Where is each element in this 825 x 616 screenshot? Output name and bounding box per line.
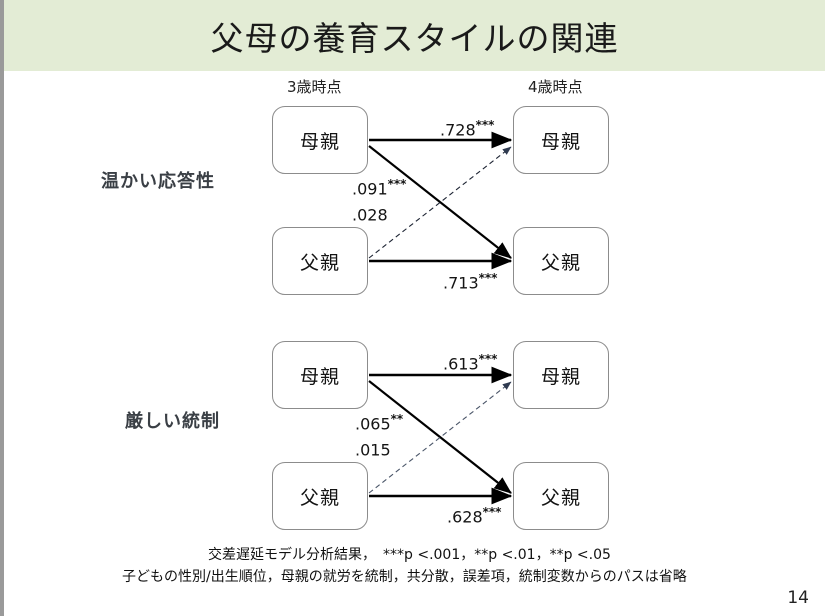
path-label-harsh-mother-to-mother: .613*** xyxy=(443,352,497,373)
path-significance: *** xyxy=(482,505,502,519)
node-label: 母親 xyxy=(299,130,340,153)
path-label-warm-father-to-father: .713*** xyxy=(443,271,497,292)
node-harsh-t2-mother: 母親 xyxy=(513,341,609,409)
arrow-warm-mother-to-father xyxy=(368,145,512,259)
path-significance: *** xyxy=(478,271,498,285)
column-header-wave4: 4歳時点 xyxy=(528,78,583,96)
path-label-harsh-father-to-father: .628*** xyxy=(447,505,501,526)
path-coefficient: .713 xyxy=(443,273,479,293)
node-warm-t1-mother: 母親 xyxy=(272,106,368,174)
path-significance: *** xyxy=(387,177,407,191)
footnote-line-2: 子どもの性別/出生順位，母親の就労を統制，共分散，誤差項，統制変数からのパスは省… xyxy=(122,569,687,585)
node-warm-t2-father: 父親 xyxy=(513,227,609,295)
footnote-line-1: 交差遅延モデル分析結果， ***p <.001，**p <.01，**p <.0… xyxy=(208,544,611,564)
path-coefficient: .628 xyxy=(447,507,483,527)
path-label-warm-mother-to-mother: .728*** xyxy=(440,118,494,139)
path-label-warm-mother-to-father: .091*** xyxy=(352,177,406,198)
path-label-harsh-father-to-mother: .015 xyxy=(355,438,391,459)
node-label: 父親 xyxy=(540,251,581,274)
node-label: 母親 xyxy=(540,365,581,388)
path-label-warm-father-to-mother: .028 xyxy=(352,203,388,224)
footnote-prefix: 交差遅延モデル分析結果， xyxy=(208,547,383,563)
node-label: 父親 xyxy=(299,251,340,274)
node-label: 父親 xyxy=(540,486,581,509)
node-harsh-t1-mother: 母親 xyxy=(272,341,368,409)
node-warm-t1-father: 父親 xyxy=(272,227,368,295)
arrow-warm-father-to-mother xyxy=(368,146,512,259)
path-coefficient: .728 xyxy=(440,120,476,140)
node-harsh-t1-father: 父親 xyxy=(272,462,368,530)
path-significance: ** xyxy=(390,412,404,426)
path-coefficient: .015 xyxy=(355,440,391,460)
path-coefficient: .613 xyxy=(443,354,479,374)
path-coefficient: .091 xyxy=(352,179,388,199)
panel-label-harsh-control: 厳しい統制 xyxy=(125,411,220,432)
node-label: 母親 xyxy=(540,130,581,153)
path-significance: *** xyxy=(478,352,498,366)
page-number: 14 xyxy=(787,588,809,608)
path-coefficient: .028 xyxy=(352,205,388,225)
page-title: 父母の養育スタイルの関連 xyxy=(210,18,619,58)
slide-left-rail xyxy=(0,0,4,616)
title-banner: 父母の養育スタイルの関連 xyxy=(4,0,825,71)
path-coefficient: .065 xyxy=(355,414,391,434)
footnote-significance-key: ***p <.001，**p <.01，**p <.05 xyxy=(383,547,611,563)
node-warm-t2-mother: 母親 xyxy=(513,106,609,174)
arrow-harsh-mother-to-father xyxy=(368,380,512,494)
node-label: 母親 xyxy=(299,365,340,388)
path-significance: *** xyxy=(475,118,495,132)
panel-label-warm-responsiveness: 温かい応答性 xyxy=(101,171,215,192)
node-harsh-t2-father: 父親 xyxy=(513,462,609,530)
node-label: 父親 xyxy=(299,486,340,509)
path-label-harsh-mother-to-father: .065** xyxy=(355,412,403,433)
column-header-wave3: 3歳時点 xyxy=(287,78,342,96)
